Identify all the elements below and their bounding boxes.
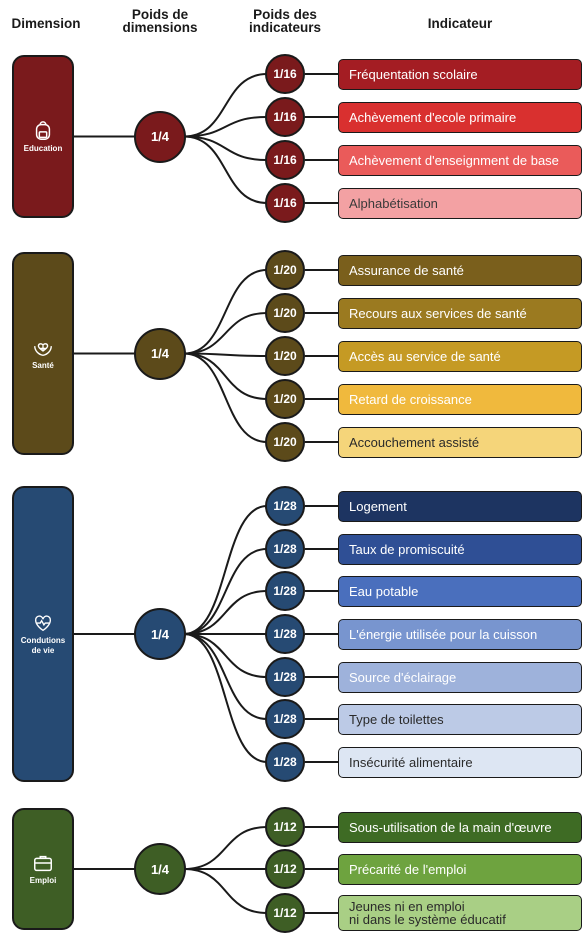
indicator-box: Insécurité alimentaire — [338, 746, 582, 778]
indicator-box: Jeunes ni en emploi ni dans le système é… — [338, 895, 582, 931]
header-indicator-weight: Poids des indicateurs — [248, 7, 322, 35]
indicator-box: Achèvement d'ecole primaire — [338, 101, 582, 133]
indicator-weight: 1/28 — [265, 529, 305, 569]
indicator-label: Alphabétisation — [349, 195, 438, 211]
indicator-box: Fréquentation scolaire — [338, 58, 582, 90]
dimension-box-condutions-de-vie: Condutions de vie — [12, 486, 74, 782]
connector-curve — [183, 269, 268, 355]
indicator-box: Taux de promiscuité — [338, 533, 582, 565]
connector-curve — [183, 590, 268, 635]
indicator-weight: 1/16 — [265, 54, 305, 94]
indicator-weight: 1/20 — [265, 336, 305, 376]
connector-curve — [183, 73, 268, 138]
connector-curve — [183, 116, 268, 138]
indicator-label: Recours aux services de santé — [349, 305, 527, 321]
indicator-box: Accouchement assisté — [338, 426, 582, 458]
connector-curve — [183, 352, 268, 443]
indicator-weight: 1/20 — [265, 422, 305, 462]
dimension-label: Education — [23, 143, 63, 153]
indicator-box: L'énergie utilisée pour la cuisson — [338, 618, 582, 650]
indicator-weight: 1/16 — [265, 140, 305, 180]
indicator-label: Logement — [349, 498, 407, 514]
indicator-label: Source d'éclairage — [349, 669, 457, 685]
connector-curve — [183, 633, 268, 763]
dimension-box-sante: Santé — [12, 252, 74, 455]
connector-curve — [183, 312, 268, 355]
indicator-label: L'énergie utilisée pour la cuisson — [349, 626, 538, 642]
indicator-box: Logement — [338, 490, 582, 522]
indicator-weight: 1/28 — [265, 614, 305, 654]
indicator-weight: 1/28 — [265, 571, 305, 611]
connector-curve — [183, 548, 268, 635]
indicator-label: Fréquentation scolaire — [349, 66, 478, 82]
indicator-box: Retard de croissance — [338, 383, 582, 415]
connector-curve — [183, 352, 268, 357]
indicator-weight: 1/28 — [265, 486, 305, 526]
indicator-label: Achèvement d'ecole primaire — [349, 109, 517, 125]
connector-curve — [183, 868, 268, 914]
indicator-label: Achèvement d'enseignment de base — [349, 152, 559, 168]
indicator-weight: 1/28 — [265, 699, 305, 739]
indicator-box: Accès au service de santé — [338, 340, 582, 372]
connector-curve — [183, 352, 268, 400]
heartbeat-icon — [32, 612, 54, 634]
indicator-weight: 1/20 — [265, 293, 305, 333]
indicator-weight: 1/12 — [265, 893, 305, 933]
briefcase-icon — [32, 852, 54, 874]
indicator-box: Source d'éclairage — [338, 661, 582, 693]
indicator-label: Accès au service de santé — [349, 348, 501, 364]
indicator-box: Type de toilettes — [338, 703, 582, 735]
dimension-label: Condutions de vie — [20, 636, 66, 655]
dimension-weight-emploi: 1/4 — [134, 843, 186, 895]
indicator-weight: 1/12 — [265, 849, 305, 889]
header-dimension-weight: Poids de dimensions — [122, 7, 198, 35]
indicator-box: Recours aux services de santé — [338, 297, 582, 329]
dimension-box-emploi: Emploi — [12, 808, 74, 930]
connector-curve — [183, 505, 268, 635]
indicator-weight: 1/20 — [265, 250, 305, 290]
indicator-label: Accouchement assisté — [349, 434, 480, 450]
indicator-label: Insécurité alimentaire — [349, 754, 473, 770]
heart-hands-icon — [32, 337, 54, 359]
indicator-box: Alphabétisation — [338, 187, 582, 219]
dimension-weight-sante: 1/4 — [134, 327, 186, 380]
connector-curve — [183, 633, 268, 678]
connector-curve — [183, 135, 268, 204]
backpack-icon — [32, 120, 54, 142]
indicator-weight: 1/16 — [265, 183, 305, 223]
indicator-label: Taux de promiscuité — [349, 541, 465, 557]
indicator-label: Type de toilettes — [349, 711, 444, 727]
indicator-label: Retard de croissance — [349, 391, 472, 407]
indicator-label: Précarité de l'emploi — [349, 861, 467, 877]
indicator-box: Sous-utilisation de la main d'œuvre — [338, 811, 582, 843]
indicator-label: Jeunes ni en emploi ni dans le système é… — [349, 899, 506, 927]
dimension-weight-education: 1/4 — [134, 110, 186, 163]
indicator-label: Assurance de santé — [349, 262, 464, 278]
dimension-label: Santé — [32, 360, 54, 370]
header-indicator: Indicateur — [427, 16, 493, 31]
header-dimension: Dimension — [11, 16, 81, 31]
indicator-box: Eau potable — [338, 575, 582, 607]
connector-curve — [183, 826, 268, 870]
indicator-weight: 1/12 — [265, 807, 305, 847]
indicator-box: Assurance de santé — [338, 254, 582, 286]
connector-curve — [183, 633, 268, 720]
dimension-weight-condutions-de-vie: 1/4 — [134, 608, 186, 660]
indicator-label: Sous-utilisation de la main d'œuvre — [349, 819, 552, 835]
indicator-box: Précarité de l'emploi — [338, 853, 582, 885]
indicator-weight: 1/28 — [265, 742, 305, 782]
dimension-label: Emploi — [29, 876, 57, 885]
indicator-label: Eau potable — [349, 583, 419, 599]
indicator-box: Achèvement d'enseignment de base — [338, 144, 582, 176]
indicator-weight: 1/16 — [265, 97, 305, 137]
dimension-box-education: Education — [12, 55, 74, 218]
indicator-weight: 1/28 — [265, 657, 305, 697]
indicator-weight: 1/20 — [265, 379, 305, 419]
connector-curve — [183, 135, 268, 161]
